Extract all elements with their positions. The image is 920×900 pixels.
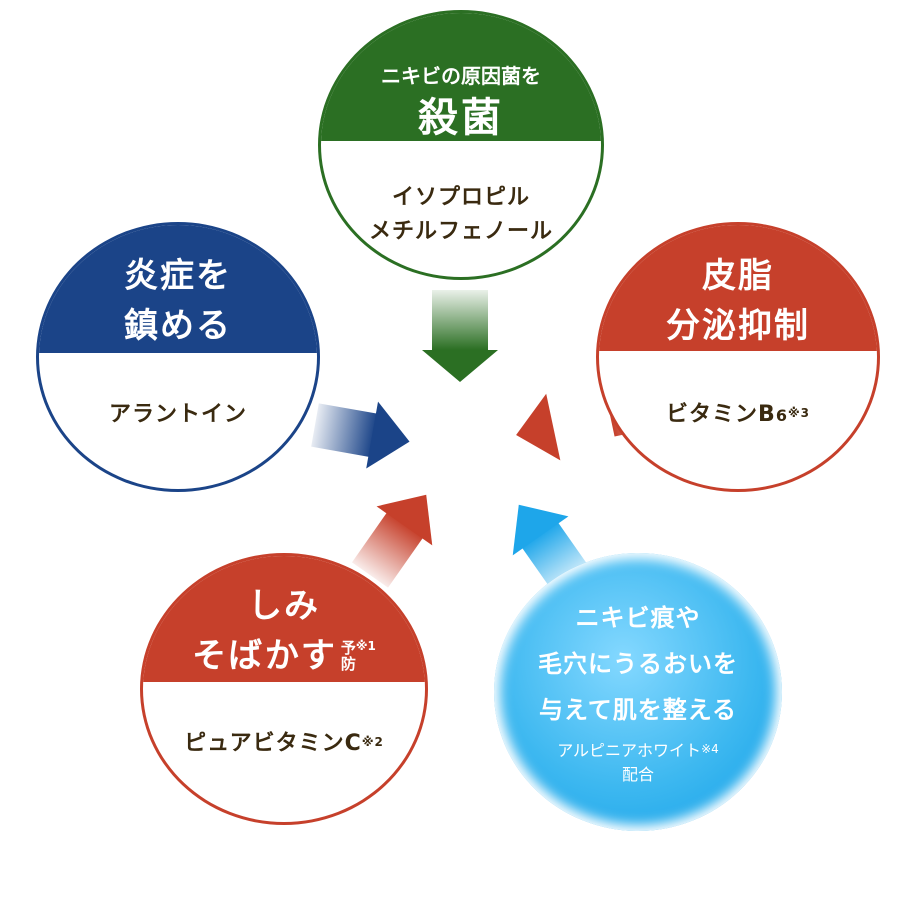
- moisture-ingredient-name: アルピニアホワイト: [557, 741, 702, 760]
- circle-sebum: 皮脂 分泌抑制 ビタミンB6※3: [596, 222, 880, 492]
- spots-ingredient: ピュアビタミンC※2: [184, 727, 384, 761]
- sterilize-title: 殺菌: [418, 95, 504, 141]
- arrow-down-green: [422, 290, 498, 382]
- sterilize-top-label: ニキビの原因菌を: [381, 64, 541, 88]
- spots-prevent-char2: 防: [340, 655, 356, 673]
- spots-title-line2: そばかす: [192, 636, 337, 676]
- sebum-ingredient-sub: 6: [775, 405, 788, 425]
- spots-prevent-note: ※1: [355, 639, 376, 653]
- sebum-title-line1: 皮脂: [702, 256, 774, 296]
- sebum-ingredient: ビタミンB6※3: [666, 398, 810, 433]
- circle-sterilize: ニキビの原因菌を 殺菌 イソプロピル メチルフェノール: [318, 10, 604, 280]
- moisture-ingredient-note: ※4: [701, 742, 719, 756]
- moisture-line3: 与えて肌を整える: [538, 696, 738, 724]
- inflammation-title-line2: 鎮める: [124, 306, 232, 346]
- moisture-line1: ニキビ痕や: [575, 604, 701, 632]
- circle-inflammation-header: [39, 225, 317, 353]
- sterilize-ingredient-line1: イソプロピル: [391, 185, 530, 210]
- circle-spots: しみ そばかす 予※1 防 ピュアビタミンC※2: [140, 553, 428, 825]
- circle-sterilize-header: [321, 13, 601, 141]
- spots-ingredient-name: ピュアビタミンC: [184, 731, 362, 756]
- arrow-right-blue: [311, 401, 410, 469]
- circle-sebum-header: [599, 225, 877, 351]
- spots-prevent-char1: 予: [340, 639, 356, 657]
- circle-inflammation: 炎症を 鎮める アラントイン: [36, 222, 320, 492]
- inflammation-title-line1: 炎症を: [124, 256, 232, 296]
- spots-ingredient-note: ※2: [361, 735, 384, 749]
- spots-title-line1: しみ: [248, 586, 320, 626]
- sebum-ingredient-note: ※3: [787, 405, 810, 420]
- moisture-line2: 毛穴にうるおいを: [538, 650, 738, 678]
- circle-moisture: ニキビ痕や 毛穴にうるおいを 与えて肌を整える アルピニアホワイト※4 配合: [494, 553, 782, 831]
- circle-spots-header: [143, 556, 425, 682]
- sebum-ingredient-name: ビタミンB: [666, 401, 776, 427]
- sterilize-ingredient-line2: メチルフェノール: [368, 219, 553, 244]
- moisture-ingredient: アルピニアホワイト※4: [557, 739, 719, 763]
- moisture-ingredient-suffix: 配合: [621, 765, 654, 784]
- inflammation-ingredient: アラントイン: [108, 402, 247, 427]
- sebum-title-line2: 分泌抑制: [666, 306, 810, 346]
